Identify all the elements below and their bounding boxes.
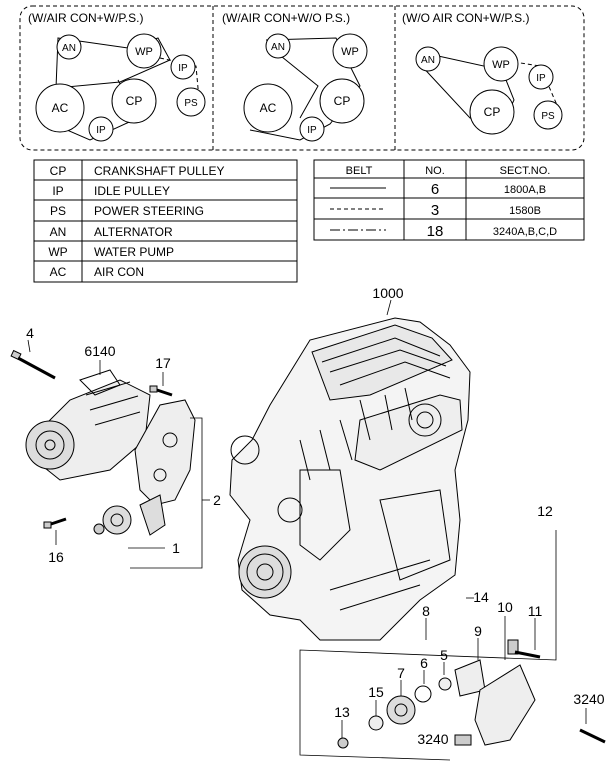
callout-11: 11 [528, 603, 543, 619]
pulley-ip-lower: IP [88, 116, 114, 142]
belt-table-header: BELT [346, 165, 373, 177]
belt-diagram-title: (W/AIR CON+W/P.S.) [28, 11, 143, 25]
callout-16: 16 [48, 549, 64, 565]
svg-text:AC: AC [260, 101, 277, 115]
pulley-ip: IP [528, 64, 554, 90]
svg-text:PS: PS [184, 98, 198, 109]
callout-13: 13 [334, 704, 350, 720]
svg-text:CP: CP [126, 94, 143, 108]
legend-name: CRANKSHAFT PULLEY [94, 164, 224, 178]
pulley-ip: IP [170, 54, 196, 80]
pulley-wp: WP [483, 46, 519, 82]
svg-text:CP: CP [334, 94, 351, 108]
svg-text:IP: IP [307, 125, 317, 136]
pulley-an: AN [56, 34, 82, 60]
pulley-ip: IP [299, 116, 325, 142]
pulley-ac: AC [35, 83, 85, 133]
svg-text:AN: AN [421, 55, 435, 66]
callout-17: 17 [155, 355, 171, 371]
belt-line-dashed [159, 57, 201, 111]
idle-pulley-illustration [93, 505, 132, 535]
legend-name: IDLE PULLEY [94, 184, 170, 198]
abbreviation-legend-table: CP CRANKSHAFT PULLEY IP IDLE PULLEY PS P… [33, 159, 298, 283]
legend-code: PS [50, 204, 66, 218]
legend-code: AN [50, 225, 67, 239]
pulley-wp: WP [126, 33, 162, 69]
belt-diagram-ac-ps: (W/AIR CON+W/P.S.) AN WP IP CP [28, 11, 206, 142]
callout-10: 10 [497, 599, 513, 615]
svg-text:AN: AN [62, 43, 76, 54]
svg-text:PS: PS [541, 111, 555, 122]
callout-labels: 1000 4 6140 17 2 16 1 12 14 8 10 11 9 5 … [26, 285, 605, 747]
callout-1: 1 [172, 540, 180, 556]
belt-diagram-title: (W/O AIR CON+W/P.S.) [402, 11, 529, 25]
callout-1000: 1000 [372, 285, 403, 301]
callout-4: 4 [26, 325, 34, 341]
pulley-ps: PS [533, 100, 563, 130]
pulley-cp: CP [469, 89, 515, 135]
svg-text:WP: WP [135, 46, 153, 58]
svg-text:WP: WP [492, 59, 510, 71]
svg-text:CP: CP [484, 105, 501, 119]
callout-8: 8 [422, 603, 430, 619]
belt-diagram-ac-no-ps: (W/AIR CON+W/O P.S.) AN WP CP AC IP [222, 11, 368, 142]
legend-code: WP [48, 245, 67, 259]
belt-diagram-title: (W/AIR CON+W/O P.S.) [222, 11, 350, 25]
belt-line [265, 43, 319, 119]
pulley-cp: CP [111, 78, 157, 124]
pulley-ps: PS [176, 87, 206, 117]
ac-compressor-illustration [25, 369, 151, 481]
belt-sect-no: 3240A,B,C,D [493, 226, 557, 238]
callout-6: 6 [420, 655, 428, 671]
legend-name: AIR CON [94, 265, 144, 279]
belt-no: 6 [431, 181, 439, 198]
svg-text:IP: IP [536, 73, 546, 84]
pulley-cp: CP [319, 78, 365, 124]
callout-12: 12 [537, 503, 553, 519]
belt-panel-border [19, 5, 585, 151]
bolt-illustrations [10, 349, 173, 529]
svg-text:AN: AN [271, 42, 285, 53]
svg-text:IP: IP [178, 63, 188, 74]
callout-7: 7 [397, 665, 405, 681]
callout-2: 2 [213, 492, 221, 508]
pulley-an: AN [415, 46, 441, 72]
belt-no: 3 [431, 202, 439, 219]
belt-table-header: NO. [425, 165, 445, 177]
belt-table-header: SECT.NO. [500, 165, 551, 177]
engine-assembly-illustration [229, 317, 471, 641]
pulley-wp: WP [332, 33, 368, 69]
callout-9: 9 [474, 623, 482, 639]
belt-spec-table: BELT NO. SECT.NO. 6 3 18 1800A,B 1580B 3… [313, 159, 585, 241]
legend-name: WATER PUMP [94, 245, 174, 259]
callout-5: 5 [440, 647, 448, 663]
compressor-bracket-illustration [134, 399, 196, 536]
callout-15: 15 [368, 684, 384, 700]
callout-6140: 6140 [84, 343, 115, 359]
callout-3240: 3240 [573, 691, 604, 707]
pulley-an: AN [265, 33, 291, 59]
belt-sect-no: 1580B [509, 205, 541, 217]
svg-text:AC: AC [52, 101, 69, 115]
pulley-ac: AC [243, 83, 293, 133]
legend-code: AC [50, 265, 67, 279]
belt-sect-no: 1800A,B [504, 184, 546, 196]
belt-no: 18 [427, 223, 444, 240]
legend-name: POWER STEERING [94, 204, 204, 218]
callout-leader-lines [27, 299, 587, 761]
svg-text:IP: IP [96, 125, 106, 136]
legend-code: CP [50, 164, 67, 178]
belt-routing-panel: (W/AIR CON+W/P.S.) AN WP IP CP [19, 5, 585, 151]
legend-name: ALTERNATOR [94, 225, 173, 239]
callout-14: 14 [473, 589, 489, 605]
svg-text:WP: WP [341, 46, 359, 58]
belt-diagram-no-ac-ps: (W/O AIR CON+W/P.S.) AN WP IP CP PS [402, 11, 563, 135]
legend-code: IP [52, 184, 63, 198]
callout-3240: 3240 [417, 731, 448, 747]
belt-tensioner-illustration [337, 639, 606, 749]
